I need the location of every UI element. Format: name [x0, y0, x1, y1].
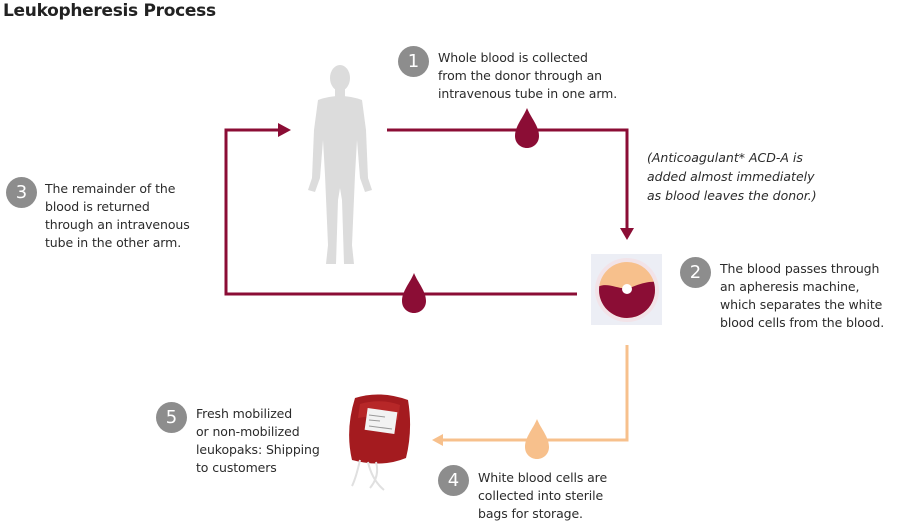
step-4-line: collected into sterile: [478, 488, 604, 503]
arrow-right-icon: [278, 123, 291, 137]
step-5-line: Fresh mobilized: [196, 406, 293, 421]
white-cell-drop-icon: [525, 419, 549, 459]
blood-bag-icon: [349, 394, 411, 491]
step-2-line: which separates the white: [720, 297, 883, 312]
step-3-badge: 3: [6, 177, 37, 208]
step-2-line: an apheresis machine,: [720, 279, 860, 294]
note-line: (Anticoagulant* ACD-A is: [647, 150, 803, 165]
arrow-down-icon: [620, 228, 634, 240]
wbc-collection-line: [440, 345, 629, 442]
step-2-text: The blood passes through an apheresis ma…: [720, 260, 884, 332]
step-3-text: The remainder of the blood is returned t…: [45, 180, 190, 252]
step-4-line: White blood cells are: [478, 470, 608, 485]
step-3-line: through an intravenous: [45, 217, 190, 232]
step-2-badge: 2: [680, 257, 711, 288]
human-figure-icon: [308, 65, 372, 264]
anticoagulant-note: (Anticoagulant* ACD-A is added almost im…: [647, 148, 817, 205]
step-5-text: Fresh mobilized or non-mobilized leukopa…: [196, 405, 320, 477]
blood-drop-icon: [515, 108, 539, 148]
step-4-line: bags for storage.: [478, 506, 583, 521]
step-5-badge: 5: [156, 402, 187, 433]
apheresis-machine-icon: [591, 254, 662, 325]
blood-out-line: [387, 128, 629, 230]
step-2-line: blood cells from the blood.: [720, 315, 885, 330]
note-line: as blood leaves the donor.): [647, 188, 817, 203]
blood-return-line: [224, 128, 577, 296]
step-1-line: Whole blood is collected: [438, 50, 588, 65]
step-3-line: tube in the other arm.: [45, 235, 182, 250]
step-2-line: The blood passes through: [720, 261, 880, 276]
step-3-line: blood is returned: [45, 199, 150, 214]
blood-drop-icon: [402, 273, 426, 313]
step-4-badge: 4: [438, 465, 469, 496]
step-4-text: White blood cells are collected into ste…: [478, 469, 607, 523]
step-5-line: to customers: [196, 460, 277, 475]
step-3-line: The remainder of the: [45, 181, 176, 196]
step-1-line: from the donor through an: [438, 68, 602, 83]
note-line: added almost immediately: [647, 169, 815, 184]
step-5-line: leukopaks: Shipping: [196, 442, 320, 457]
step-1-text: Whole blood is collected from the donor …: [438, 49, 617, 103]
step-5-line: or non-mobilized: [196, 424, 300, 439]
arrow-left-icon: [432, 434, 443, 446]
step-1-line: intravenous tube in one arm.: [438, 86, 618, 101]
step-1-badge: 1: [398, 46, 429, 77]
page-title: Leukopheresis Process: [3, 1, 216, 21]
